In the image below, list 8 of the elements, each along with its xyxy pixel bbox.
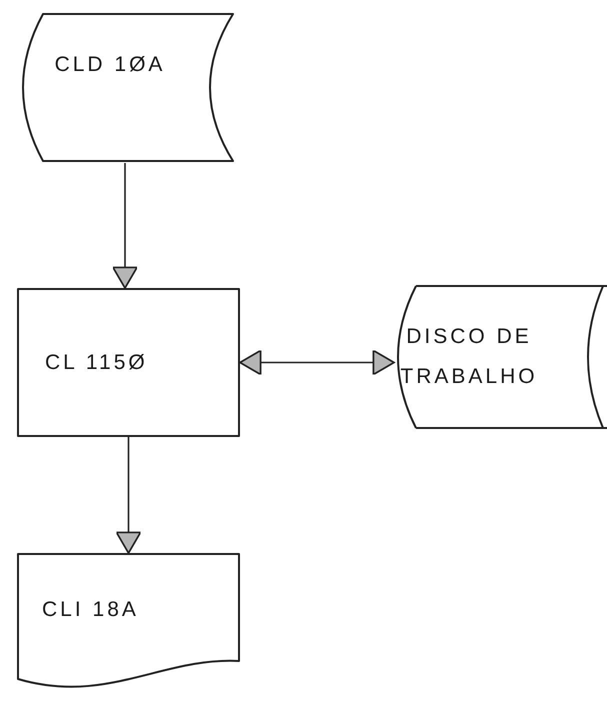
node-label: DISCO DE TRABALHO — [399, 324, 539, 390]
node-label: CLD 1ØA — [54, 52, 166, 78]
process-box — [17, 288, 240, 437]
arrow — [112, 163, 138, 289]
arrow — [239, 350, 395, 376]
node-label: CLI 18A — [42, 597, 139, 624]
node-label: CL 115Ø — [45, 350, 148, 376]
arrow — [116, 437, 142, 554]
